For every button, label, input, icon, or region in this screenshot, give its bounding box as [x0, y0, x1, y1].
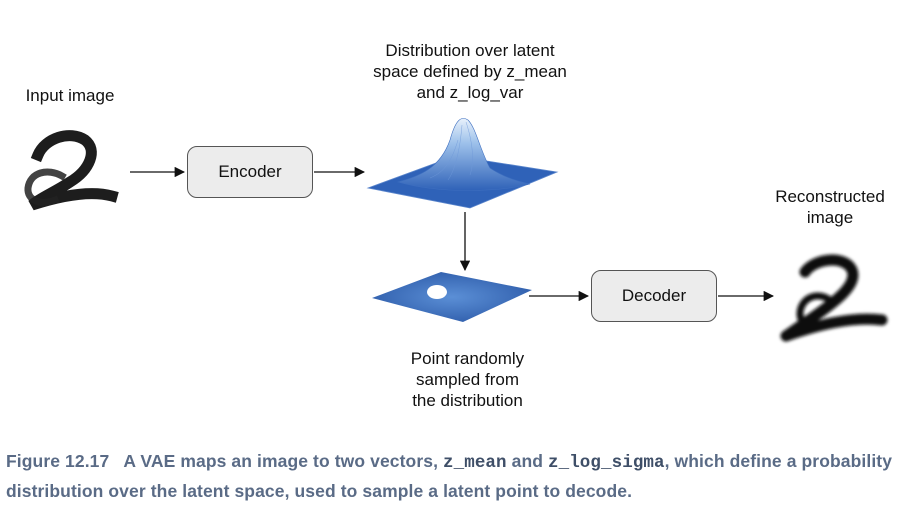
distribution-label-line3: and z_log_var	[416, 83, 524, 102]
reconstructed-label: Reconstructed image	[745, 186, 910, 228]
distribution-label-line2: space defined by z_mean	[373, 62, 567, 81]
encoder-label: Encoder	[218, 162, 282, 181]
point-label-line1: Point randomly	[410, 349, 525, 368]
distribution-label-line1: Distribution over latent	[385, 41, 555, 60]
point-label: Point randomly sampled from the distribu…	[375, 348, 560, 411]
reconstructed-label-line2: image	[806, 208, 854, 227]
input-digit-image	[24, 130, 119, 211]
caption-part3: , which define a probability distributio…	[6, 451, 893, 501]
point-label-line3: the distribution	[412, 391, 523, 410]
point-label-line2: sampled from	[416, 370, 519, 389]
reconstructed-digit-image	[780, 254, 888, 342]
figure-caption-text: Figure 12.17 A VAE maps an image to two v…	[6, 447, 906, 505]
reconstructed-label-line1: Reconstructed	[775, 187, 885, 206]
caption-code-z-mean: z_mean	[443, 453, 507, 473]
diagram-graphics	[24, 118, 888, 342]
distribution-label: Distribution over latent space defined b…	[350, 40, 590, 103]
caption-code-z-log-sigma: z_log_sigma	[548, 453, 665, 473]
decoder-label: Decoder	[621, 286, 687, 305]
input-image-label: Input image	[25, 86, 115, 105]
decoder-box: Decoder	[591, 270, 717, 322]
latent-plane	[372, 272, 532, 322]
figure-caption: Figure 12.17 A VAE maps an image to two v…	[0, 439, 910, 516]
caption-part2: and	[511, 451, 544, 471]
encoder-box: Encoder	[187, 146, 313, 198]
figure-number: Figure 12.17	[6, 451, 110, 471]
gaussian-surface-plot	[366, 118, 559, 209]
caption-part1: A VAE maps an image to two vectors,	[123, 451, 439, 471]
sampled-point-marker	[427, 285, 447, 299]
